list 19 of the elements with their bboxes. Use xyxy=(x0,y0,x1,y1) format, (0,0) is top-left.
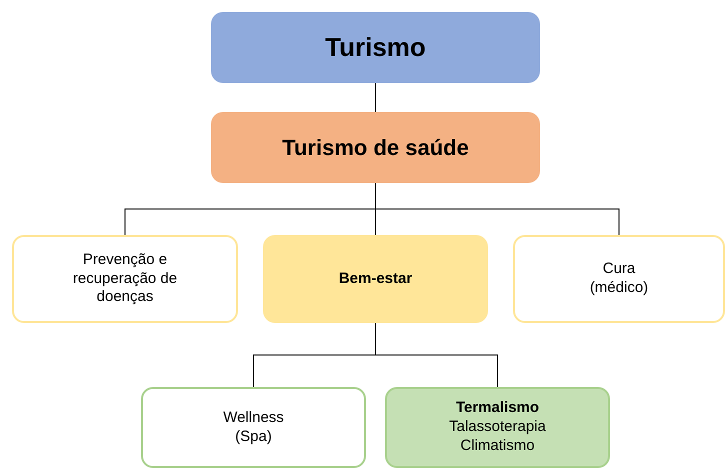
category-box xyxy=(211,12,540,83)
box-text: Wellness (Spa) xyxy=(222,408,285,446)
connector-line xyxy=(375,182,620,236)
category-box xyxy=(141,387,366,468)
box-text: Climatismo xyxy=(460,436,535,456)
box-text: Turismo xyxy=(325,31,426,64)
category-box xyxy=(513,235,725,323)
box-text: Turismo de saúde xyxy=(282,134,469,162)
connector-line xyxy=(375,82,376,112)
box-text: Cura (médico) xyxy=(588,260,650,298)
box-text: Prevenção e recuperação de doenças xyxy=(72,250,178,308)
category-box xyxy=(211,112,540,183)
category-box xyxy=(263,235,488,323)
box-text: Bem-estar xyxy=(338,270,412,288)
box-text: Talassoterapia xyxy=(449,418,546,437)
category-box xyxy=(385,387,610,468)
box-text: Termalismo xyxy=(456,399,540,418)
connector-line xyxy=(375,322,498,388)
category-box xyxy=(12,235,238,323)
